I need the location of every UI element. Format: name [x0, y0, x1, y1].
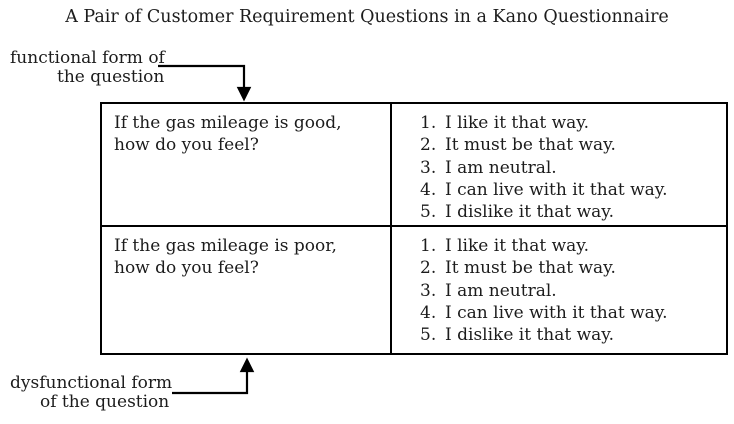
- option-text: I dislike it that way.: [445, 202, 615, 223]
- question-cell-dysfunctional: If the gas mileage is poor, how do you f…: [102, 227, 392, 353]
- options-cell-functional: 1. I like it that way. 2. It must be tha…: [392, 104, 726, 227]
- option-text: It must be that way.: [445, 135, 616, 156]
- option-text: I dislike it that way.: [445, 325, 615, 346]
- option-item: 1. I like it that way.: [420, 235, 722, 257]
- functional-form-label: functional form of the question: [10, 49, 165, 86]
- option-text: I can live with it that way.: [445, 179, 668, 200]
- option-text: I am neutral.: [445, 280, 557, 301]
- option-number: 2.: [420, 135, 437, 156]
- options-cell-dysfunctional: 1. I like it that way. 2. It must be tha…: [392, 227, 726, 353]
- option-number: 3.: [420, 280, 437, 301]
- functional-arrow: [158, 64, 252, 102]
- dysfunctional-form-label: dysfunctional form of the question: [10, 374, 172, 411]
- functional-arrowhead-icon: [236, 86, 252, 102]
- option-number: 4.: [420, 302, 437, 323]
- option-text: I like it that way.: [445, 236, 590, 256]
- functional-form-label-line1: functional form of: [10, 48, 165, 68]
- option-number: 1.: [420, 236, 437, 256]
- question-cell-functional: If the gas mileage is good, how do you f…: [102, 104, 392, 227]
- option-text: I can live with it that way.: [445, 302, 668, 323]
- option-item: 5. I dislike it that way.: [420, 324, 722, 346]
- option-number: 4.: [420, 179, 437, 200]
- option-number: 3.: [420, 157, 437, 178]
- option-item: 2. It must be that way.: [420, 257, 722, 279]
- option-item: 3. I am neutral.: [420, 157, 722, 179]
- option-item: 1. I like it that way.: [420, 112, 722, 134]
- option-text: I like it that way.: [445, 113, 590, 133]
- option-item: 4. I can live with it that way.: [420, 302, 722, 324]
- option-number: 2.: [420, 258, 437, 279]
- functional-form-label-line2: the question: [57, 66, 165, 87]
- dysfunctional-form-label-line1: dysfunctional form: [10, 373, 173, 393]
- option-item: 2. It must be that way.: [420, 134, 722, 156]
- option-number: 5.: [420, 202, 437, 223]
- option-item: 5. I dislike it that way.: [420, 201, 722, 223]
- option-item: 4. I can live with it that way.: [420, 179, 722, 201]
- option-text: It must be that way.: [445, 258, 616, 279]
- dysfunctional-form-label-line2: of the question: [40, 391, 170, 412]
- dysfunctional-arrowhead-icon: [239, 357, 255, 373]
- option-number: 1.: [420, 113, 437, 133]
- option-number: 5.: [420, 325, 437, 346]
- dysfunctional-arrow: [172, 357, 255, 395]
- figure-title: A Pair of Customer Requirement Questions…: [65, 7, 669, 27]
- option-text: I am neutral.: [445, 157, 557, 178]
- kano-table: If the gas mileage is good, how do you f…: [100, 102, 728, 355]
- option-item: 3. I am neutral.: [420, 280, 722, 302]
